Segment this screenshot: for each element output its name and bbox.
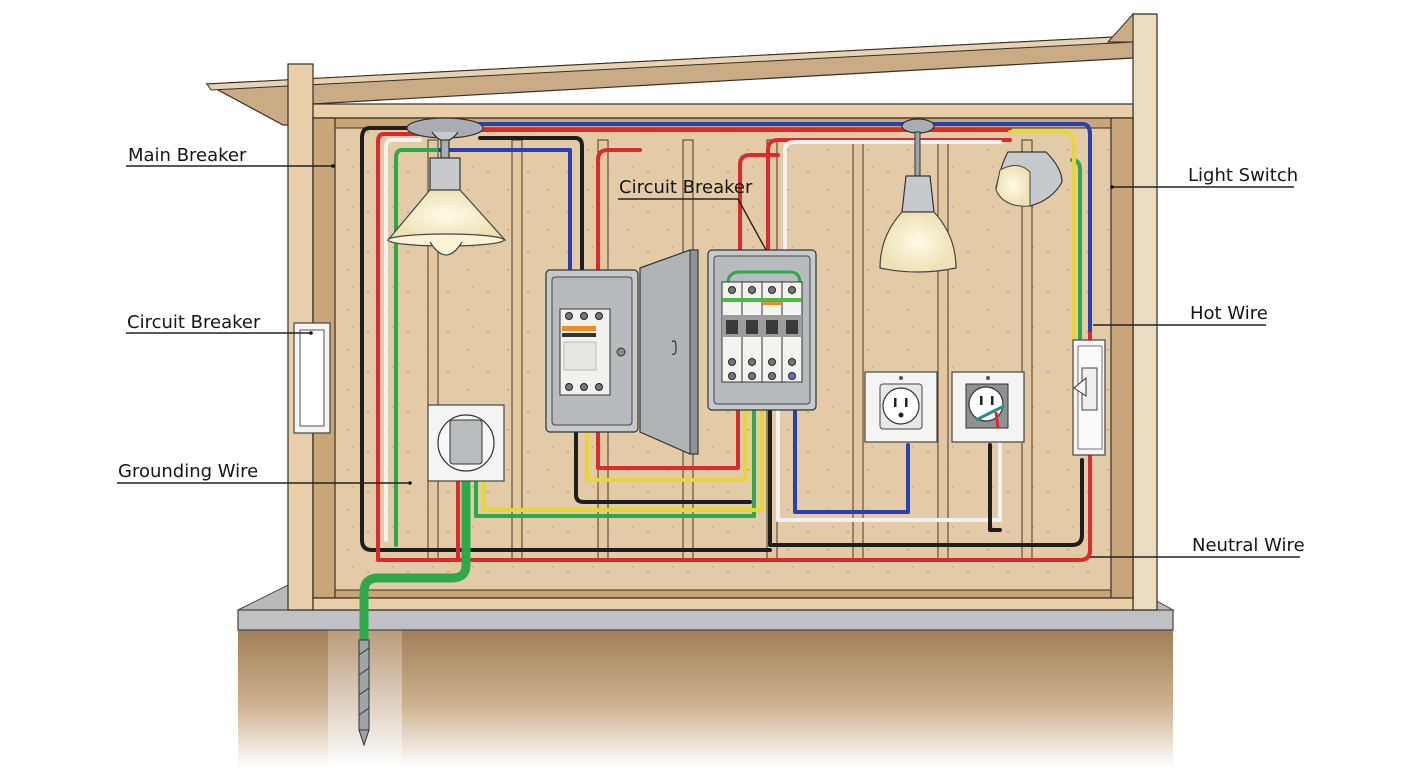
svg-text:Neutral Wire: Neutral Wire <box>1192 535 1305 556</box>
concrete-foundation <box>237 584 1175 631</box>
exterior-breaker-box[interactable] <box>293 322 331 434</box>
main-breaker-panel[interactable] <box>545 269 639 433</box>
soil <box>238 628 1173 768</box>
ceiling-lamp-left <box>386 117 507 256</box>
wire-blue-panel <box>438 148 572 302</box>
svg-text:Light Switch: Light Switch <box>1188 165 1298 186</box>
svg-text:Main Breaker: Main Breaker <box>128 145 247 166</box>
wire-black-perimeter <box>360 126 772 552</box>
receptacle-left[interactable] <box>427 404 505 482</box>
wire-red-subpanel-top2 <box>766 138 1012 277</box>
label-light-switch: Light Switch <box>1110 165 1298 189</box>
wire-yellow-receptacle <box>482 378 764 512</box>
wire-white-subpanel <box>776 378 1002 522</box>
wiring <box>359 122 1092 665</box>
breaker-subpanel[interactable] <box>707 249 817 411</box>
light-switch[interactable] <box>1072 339 1106 456</box>
panel-door[interactable] <box>639 249 699 455</box>
wire-red-subpanel-top <box>738 153 780 277</box>
ground-rod <box>358 639 370 747</box>
wire-green-ground-rod <box>359 465 471 665</box>
svg-text:Circuit Breaker: Circuit Breaker <box>619 177 753 198</box>
wire-yellow-panel-bottom <box>585 383 747 482</box>
wire-white-loop <box>783 140 1002 277</box>
wire-green-ground-left <box>394 148 442 547</box>
label-hot-wire: Hot Wire <box>1093 303 1268 326</box>
wire-yellow-right <box>1008 130 1076 340</box>
label-circuit-breaker-center: Circuit Breaker <box>618 177 767 251</box>
wire-blue-subpanel <box>793 378 910 514</box>
wire-blue-top <box>438 122 1092 332</box>
pendant-lamp <box>879 118 957 273</box>
wire-black-panel-bottom <box>574 393 752 504</box>
label-grounding-wire: Grounding Wire <box>117 461 412 485</box>
wire-red-panel-down <box>596 148 642 302</box>
roof <box>204 12 1158 611</box>
label-main-breaker: Main Breaker <box>126 145 335 168</box>
switch-toggle <box>1073 376 1087 397</box>
breaker-row <box>721 281 803 383</box>
label-circuit-breaker-left: Circuit Breaker <box>126 312 313 335</box>
svg-text:Grounding Wire: Grounding Wire <box>118 461 258 482</box>
receptacle-right-open[interactable] <box>951 371 1025 443</box>
receptacle-center[interactable] <box>864 371 938 443</box>
wire-green-subpanel <box>474 378 756 518</box>
label-neutral-wire: Neutral Wire <box>1090 535 1305 558</box>
wire-black-right-receptacle <box>988 443 1002 532</box>
svg-text:Circuit Breaker: Circuit Breaker <box>127 312 261 333</box>
wall-sconce <box>995 151 1063 207</box>
wire-black-bottom <box>768 378 1084 547</box>
wire-black-panel <box>478 136 584 302</box>
wire-red-perimeter <box>376 132 1092 562</box>
svg-text:Hot Wire: Hot Wire <box>1190 303 1268 324</box>
wire-white-perimeter <box>384 138 422 542</box>
